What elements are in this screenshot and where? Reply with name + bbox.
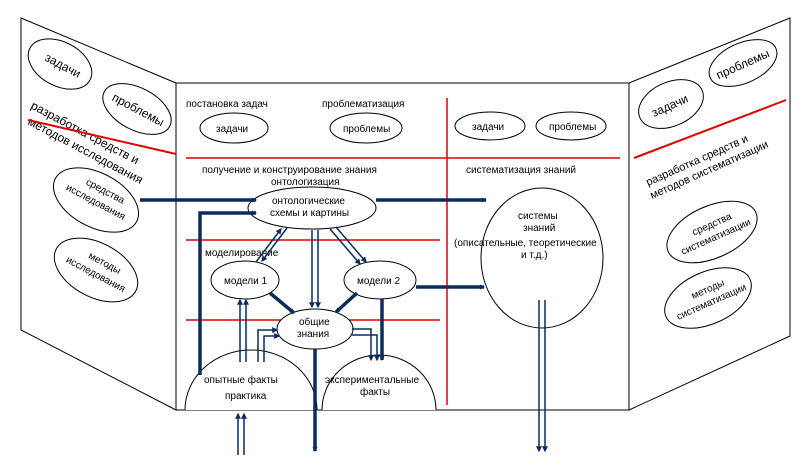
left-goals-ellipse <box>27 38 93 90</box>
arrow-ontology-model1-a <box>261 227 288 262</box>
arrow-model1-to-general <box>268 291 296 315</box>
experimental-facts-dome <box>321 354 437 411</box>
arrow-left-input-to-ontology <box>198 210 257 375</box>
knowledge-systems-ellipse <box>480 187 604 329</box>
experimental-facts-line2: факты <box>360 386 390 398</box>
right-panel-problems-ellipse <box>708 39 778 87</box>
practice-label: практика <box>225 391 267 402</box>
arrow-general-to-exp-b <box>352 334 380 362</box>
model2-label: модели 2 <box>357 276 400 287</box>
left-tools-ellipse <box>52 167 140 233</box>
right-panel-methods-ellipse <box>664 267 752 329</box>
arrow-model2-to-general <box>334 291 359 314</box>
left-methods-ellipse <box>53 237 139 303</box>
right-panel <box>628 17 791 411</box>
modeling-label: моделирование <box>205 248 279 259</box>
right-panel-goals-ellipse <box>638 79 704 129</box>
right-problems-ellipse <box>535 111 607 141</box>
arrow-practice-to-general-a <box>257 327 279 362</box>
center-problems-label: проблемы <box>343 123 390 135</box>
center-problems-ellipse <box>329 112 403 144</box>
knowledge-heading: получение и конструирование знания <box>202 165 377 176</box>
ontology-ellipse <box>247 186 377 230</box>
arrow-ontology-model2-b <box>335 226 367 263</box>
arrows <box>140 197 548 455</box>
systems-line2: знаний <box>523 223 555 234</box>
arrow-ontology-model2-a <box>329 228 361 265</box>
left-problems-ellipse <box>102 83 172 135</box>
task-setting-label: постановка задач <box>186 99 268 110</box>
experience-facts-label: опытные факты <box>204 374 278 386</box>
model2-ellipse <box>343 260 417 300</box>
problematization-label: проблематизация <box>322 98 404 110</box>
experience-facts-dome <box>184 349 318 411</box>
general-knowledge-line1: общие <box>299 316 330 328</box>
systematization-heading: систематизация знаний <box>466 165 576 176</box>
center-goals-ellipse <box>199 112 269 144</box>
ontology-line1: онтологические <box>272 196 345 207</box>
systems-line1: системы <box>518 211 558 222</box>
left-separator <box>27 119 177 155</box>
model1-label: модели 1 <box>224 276 267 287</box>
arrow-general-to-exp-a <box>352 328 374 362</box>
systems-line4: и т.д.) <box>521 250 548 261</box>
systems-line3: (описательные, теоретические <box>454 238 597 249</box>
arrow-practice-to-general-b <box>263 333 281 362</box>
right-goals-label: задачи <box>472 122 504 133</box>
left-panel <box>20 17 177 411</box>
right-panel-tools-ellipse <box>666 200 758 264</box>
ontology-line2: схемы и картины <box>270 208 349 219</box>
ontologization-label: онтологизация <box>271 177 340 188</box>
right-panel-separator <box>633 99 787 159</box>
right-problems-label: проблемы <box>549 121 596 133</box>
general-knowledge-line2: знания <box>297 329 329 340</box>
right-goals-ellipse <box>454 111 526 141</box>
experimental-facts-line1: экспериментальные <box>325 375 419 386</box>
arrow-ontology-model1-b <box>255 228 282 263</box>
center-goals-label: задачи <box>216 124 248 135</box>
